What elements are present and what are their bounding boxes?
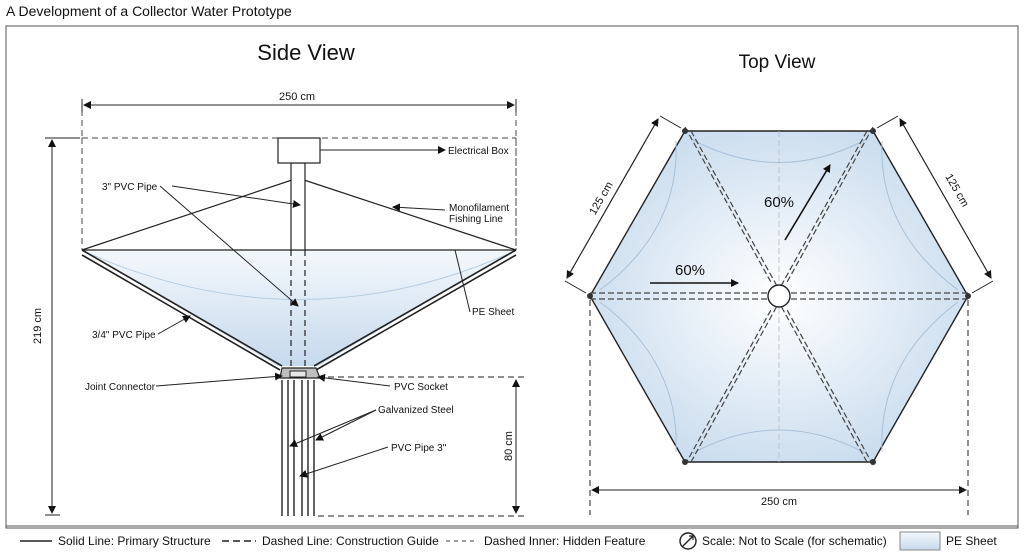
center-hub bbox=[767, 284, 791, 308]
label-joint-connector: Joint Connector bbox=[85, 382, 156, 393]
label-galvanized-steel: Galvanized Steel bbox=[378, 405, 454, 416]
side-callout-leaders bbox=[155, 146, 471, 478]
hexagon-corner-nodes bbox=[587, 128, 971, 465]
side-sheet-sag bbox=[89, 253, 509, 300]
side-construction-guide bbox=[81, 100, 517, 250]
side-view: Side View 250 cm 219 cm bbox=[32, 40, 524, 517]
label-pe-sheet: PE Sheet bbox=[472, 307, 514, 318]
side-width-label: 250 cm bbox=[279, 91, 315, 103]
label-electrical-box: Electrical Box bbox=[448, 146, 509, 157]
top-view-heading: Top View bbox=[739, 52, 816, 73]
legend-dashed-inner-label: Dashed Inner: Hidden Feature bbox=[484, 534, 646, 548]
legend-pe-sheet-swatch bbox=[899, 531, 941, 551]
scale-icon bbox=[679, 532, 697, 550]
side-pe-sheet bbox=[82, 250, 516, 366]
page-title: A Development of a Collector Water Proto… bbox=[6, 3, 292, 19]
label-34-pvc-pipe: 3/4" PVC Pipe bbox=[92, 330, 156, 341]
label-fishing-line: Fishing Line bbox=[449, 214, 503, 225]
slope-arrow-upper bbox=[784, 164, 831, 241]
legend-dashed-label: Dashed Line: Construction Guide bbox=[262, 534, 439, 548]
top-bottom-label: 250 cm bbox=[761, 496, 797, 508]
slope-label-upper: 60% bbox=[764, 194, 794, 211]
stand-height-dimension bbox=[318, 376, 524, 517]
side-pvc-arms bbox=[81, 249, 517, 371]
legend-pe-sheet-label: PE Sheet bbox=[946, 534, 997, 548]
side-view-heading: Side View bbox=[257, 40, 355, 65]
label-monofilament: Monofilament bbox=[449, 203, 509, 214]
top-left-edge-label: 125 cm bbox=[587, 180, 615, 217]
legend: Solid Line: Primary Structure Dashed Lin… bbox=[20, 531, 997, 551]
side-width-dimension bbox=[81, 99, 517, 112]
main-frame bbox=[5, 25, 1019, 529]
legend-solid-label: Solid Line: Primary Structure bbox=[58, 534, 211, 548]
legend-scale-label: Scale: Not to Scale (for schematic) bbox=[702, 534, 887, 548]
label-3in-pvc-pipe: 3" PVC Pipe bbox=[102, 182, 158, 193]
top-view: Top View bbox=[564, 52, 994, 515]
side-height-label: 219 cm bbox=[32, 308, 44, 344]
electrical-box bbox=[277, 137, 321, 164]
top-right-edge-label: 125 cm bbox=[942, 172, 970, 209]
label-pvc-socket: PVC Socket bbox=[394, 382, 448, 393]
joint-connector bbox=[279, 367, 321, 379]
top-left-edge-dimension bbox=[564, 115, 682, 294]
top-bottom-dimension bbox=[589, 300, 969, 515]
top-right-edge-dimension bbox=[876, 115, 994, 294]
side-height-dimension bbox=[45, 137, 80, 516]
side-monofilament bbox=[81, 177, 517, 251]
label-pvc-pipe-3: PVC Pipe 3" bbox=[391, 443, 447, 454]
hexagon-ribs bbox=[590, 126, 968, 466]
stand-height-label: 80 cm bbox=[503, 431, 515, 461]
slope-label-left: 60% bbox=[675, 262, 705, 279]
stand-legs bbox=[281, 380, 315, 516]
